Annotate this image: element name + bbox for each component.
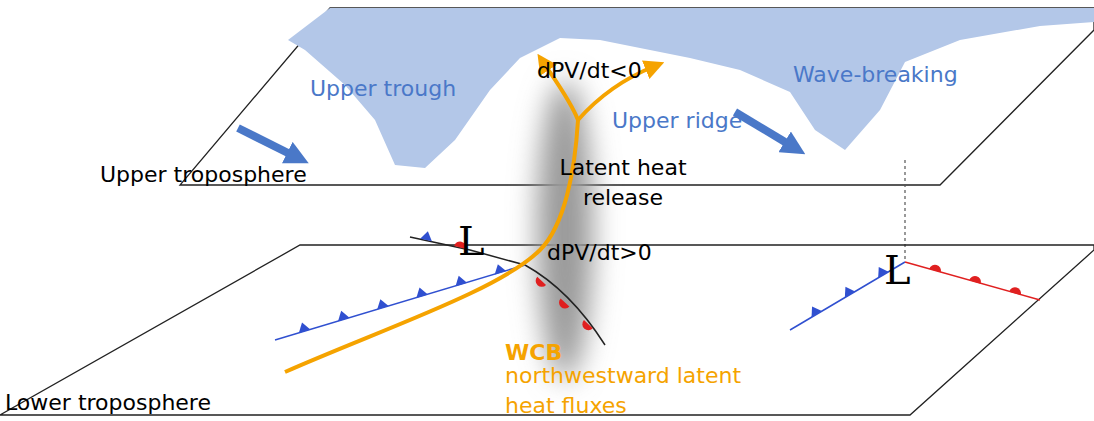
cold-front-symbol [811, 306, 821, 317]
annotation: dPV/dt>0 [547, 238, 652, 268]
flow-arrow [735, 112, 795, 148]
cold-front-symbol [299, 323, 311, 333]
warm-front-symbol [536, 277, 546, 287]
cold-front-symbol [420, 231, 432, 241]
wcb-label: northwestward latent heat fluxes [505, 361, 745, 421]
feature-label: Upper ridge [612, 106, 742, 136]
warm-front-symbol [559, 298, 569, 308]
vertical-guide [904, 160, 905, 262]
cloud-shading [537, 80, 593, 380]
cold-front-symbol [845, 287, 855, 298]
wcb-path [285, 120, 578, 372]
cold-front-symbol [495, 264, 507, 274]
process-label: Latent heat release [553, 153, 693, 213]
flow-arrow [238, 128, 298, 158]
low-symbol: L [884, 247, 911, 293]
feature-label: Wave-breaking [793, 60, 958, 90]
pv-reservoir [288, 8, 1094, 168]
warm-front-symbol [929, 265, 941, 273]
warm-front-symbol [1009, 287, 1021, 295]
layer-label: Lower troposphere [5, 388, 211, 418]
annotation: dPV/dt<0 [537, 56, 642, 86]
low-symbol: L [458, 218, 485, 264]
cold-front-symbol [416, 288, 428, 298]
layer-label: Upper troposphere [100, 160, 307, 190]
warm-front-symbol [582, 320, 592, 330]
feature-label: Upper trough [310, 74, 456, 104]
cold-front-symbol [338, 311, 350, 321]
cold-front-symbol [455, 276, 467, 286]
cold-front-symbol [377, 299, 389, 309]
warm-front-symbol [969, 276, 981, 284]
